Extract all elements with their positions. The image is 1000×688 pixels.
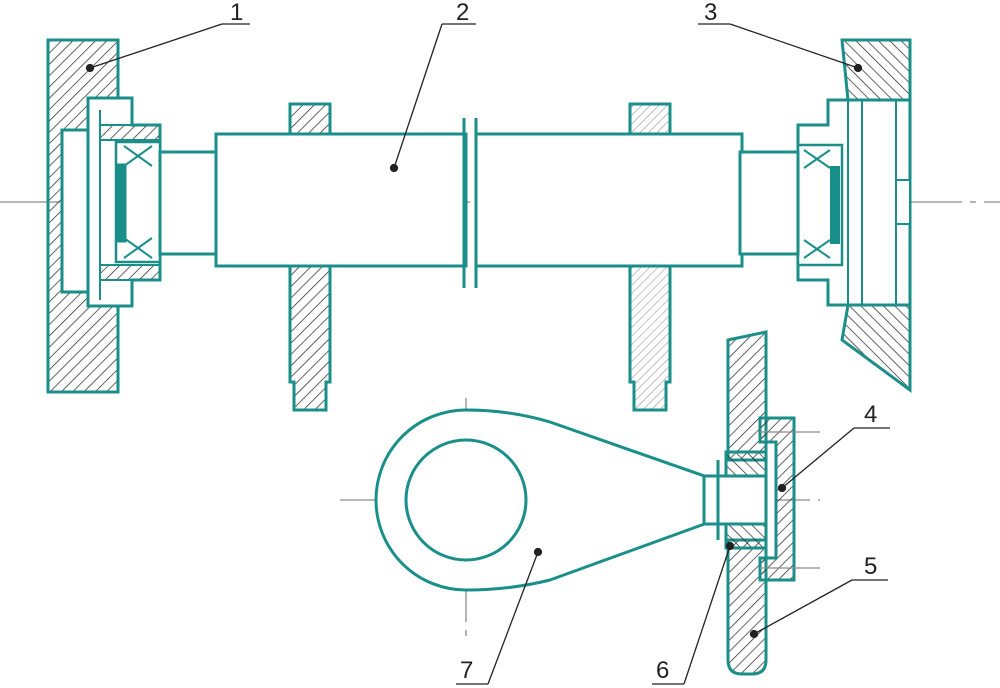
callout-1: 1 (230, 0, 243, 26)
left-housing-part-1 (46, 38, 162, 394)
callout-leaders (85, 23, 890, 685)
shaft-part-2 (158, 118, 800, 288)
callout-2: 2 (456, 0, 469, 26)
right-housing-part-3 (796, 38, 912, 393)
callout-5: 5 (864, 553, 877, 580)
retainer-part-4 (758, 416, 796, 582)
callout-7: 7 (460, 657, 473, 684)
callout-3: 3 (704, 0, 717, 26)
callout-labels: 1 2 3 4 5 6 7 (230, 0, 877, 684)
retainer-centerlines (760, 431, 820, 569)
shaft-arms (288, 102, 672, 412)
lever-part-7 (374, 408, 776, 592)
callout-4: 4 (864, 401, 877, 428)
callout-6: 6 (656, 657, 669, 684)
